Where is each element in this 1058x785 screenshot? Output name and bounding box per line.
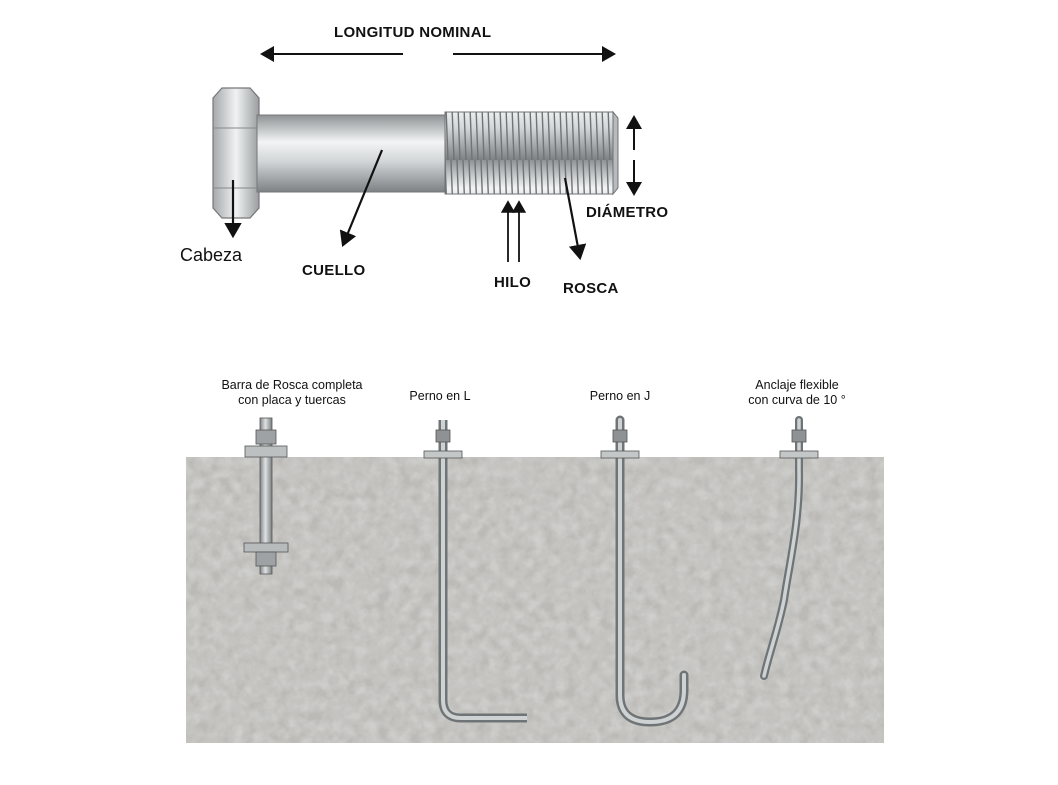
anchor-label-line: Perno en L <box>409 389 471 403</box>
diameter-label: DIÁMETRO <box>586 204 669 221</box>
head-label: Cabeza <box>180 245 243 265</box>
anchor-label-line: con placa y tuercas <box>238 393 346 407</box>
anchor-threaded-rod <box>243 417 289 575</box>
anchor-label-line: Barra de Rosca completa <box>221 378 363 392</box>
anchor-label-l-bolt: Perno en L <box>390 389 490 404</box>
bolt <box>212 87 619 219</box>
anchor-label-j-bolt: Perno en J <box>570 389 670 404</box>
length-label: LONGITUD NOMINAL <box>334 24 492 41</box>
anchor-label-line: Perno en J <box>589 389 651 403</box>
anchor-l-bolt <box>423 420 527 723</box>
anchor-j-bolt <box>600 415 689 727</box>
anchor-label-line: Anclaje flexible <box>755 378 839 392</box>
neck-pointer-arrow <box>339 149 384 248</box>
anchor-label-line: con curva de 10 ° <box>748 393 846 407</box>
thread-label: ROSCA <box>563 280 619 297</box>
anchor-flexible <box>760 416 819 680</box>
thread-pitch-label: HILO <box>494 274 532 291</box>
neck-label: CUELLO <box>302 262 366 279</box>
thread-pointer-arrow <box>563 177 587 261</box>
bolt-head <box>212 87 260 219</box>
anchor-label-flexible: Anclaje flexible con curva de 10 ° <box>732 378 862 408</box>
anchor-label-threaded-rod: Barra de Rosca completa con placa y tuer… <box>206 378 378 408</box>
pitch-pointer-arrows <box>500 200 527 262</box>
bolt-shank <box>256 114 446 193</box>
bolt-thread <box>444 111 614 195</box>
